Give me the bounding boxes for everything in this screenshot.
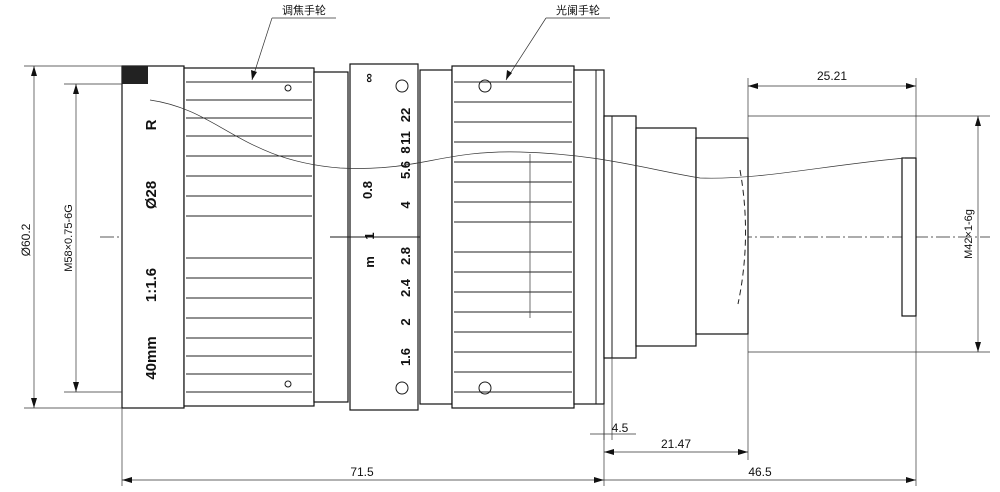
scale-f4: 4	[398, 201, 413, 209]
dim-21-47-label: 21.47	[661, 437, 691, 451]
marking-focal: 40mm	[143, 336, 160, 379]
mount-rear-barrel	[695, 137, 749, 335]
scale-f2: 2	[398, 318, 413, 325]
scale-f16: 1.6	[398, 348, 413, 366]
scale-f11: 11	[398, 131, 413, 145]
front-barrel	[121, 65, 185, 409]
marking-ratio: 1:1.6	[143, 268, 160, 302]
iris-screw-top	[478, 79, 492, 93]
dim-71-5	[121, 404, 605, 486]
scale-f22: 22	[398, 108, 413, 122]
focus-ring	[183, 67, 315, 407]
iris-ring	[451, 65, 575, 409]
iris-ring-grooves	[454, 81, 572, 393]
dim-mount-thread-label: M42×1-6g	[963, 209, 975, 259]
dim-21-47	[604, 334, 749, 460]
rear-lens-surface	[737, 169, 746, 305]
mount-thread	[635, 127, 697, 347]
dim-46-5-label: 46.5	[748, 465, 772, 479]
rear-collar	[573, 69, 605, 405]
dim-diameter	[24, 65, 122, 409]
focus-ring-screw-bottom	[284, 380, 292, 388]
callout-iris-leader	[505, 17, 610, 81]
scale-dist-1: 1	[362, 232, 377, 239]
dim-front-thread	[64, 83, 122, 393]
scale-dot-bottom	[395, 381, 409, 395]
spacer-ring-2	[419, 69, 453, 405]
mount-flange	[603, 115, 637, 359]
knurl-patch	[122, 66, 148, 84]
dim-25-21	[747, 78, 917, 158]
scale-f28: 2.8	[398, 247, 413, 265]
callout-focus-leader	[251, 17, 336, 81]
focus-ring-grooves	[186, 81, 312, 393]
iris-screw-bottom	[478, 381, 492, 395]
dim-front-thread-label: M58×0.75-6G	[63, 204, 75, 272]
scale-dist-m: m	[362, 256, 377, 268]
focus-ring-screw-top	[284, 84, 292, 92]
dim-46-5	[604, 316, 917, 486]
dim-4-5-label: 4.5	[612, 421, 629, 435]
dim-diameter-label: Ø60.2	[19, 223, 33, 256]
dim-mount-thread	[748, 115, 990, 353]
dim-71-5-label: 71.5	[350, 465, 374, 479]
scale-f56: 5.6	[398, 161, 413, 179]
marking-r: R	[143, 119, 160, 130]
scale-infinity: ∞	[361, 73, 376, 82]
marking-diameter: Ø28	[143, 181, 160, 209]
scale-f8: 8	[398, 146, 413, 153]
dim-25-21-label: 25.21	[817, 69, 847, 83]
callout-iris-label: 光阑手轮	[556, 3, 600, 17]
image-plane	[901, 157, 917, 317]
scale-dist-08: 0.8	[360, 181, 375, 199]
callout-focus-label: 调焦手轮	[282, 3, 326, 17]
ray-curve	[149, 99, 906, 179]
scale-f24: 2.4	[398, 278, 413, 297]
scale-dot-top	[395, 79, 409, 93]
